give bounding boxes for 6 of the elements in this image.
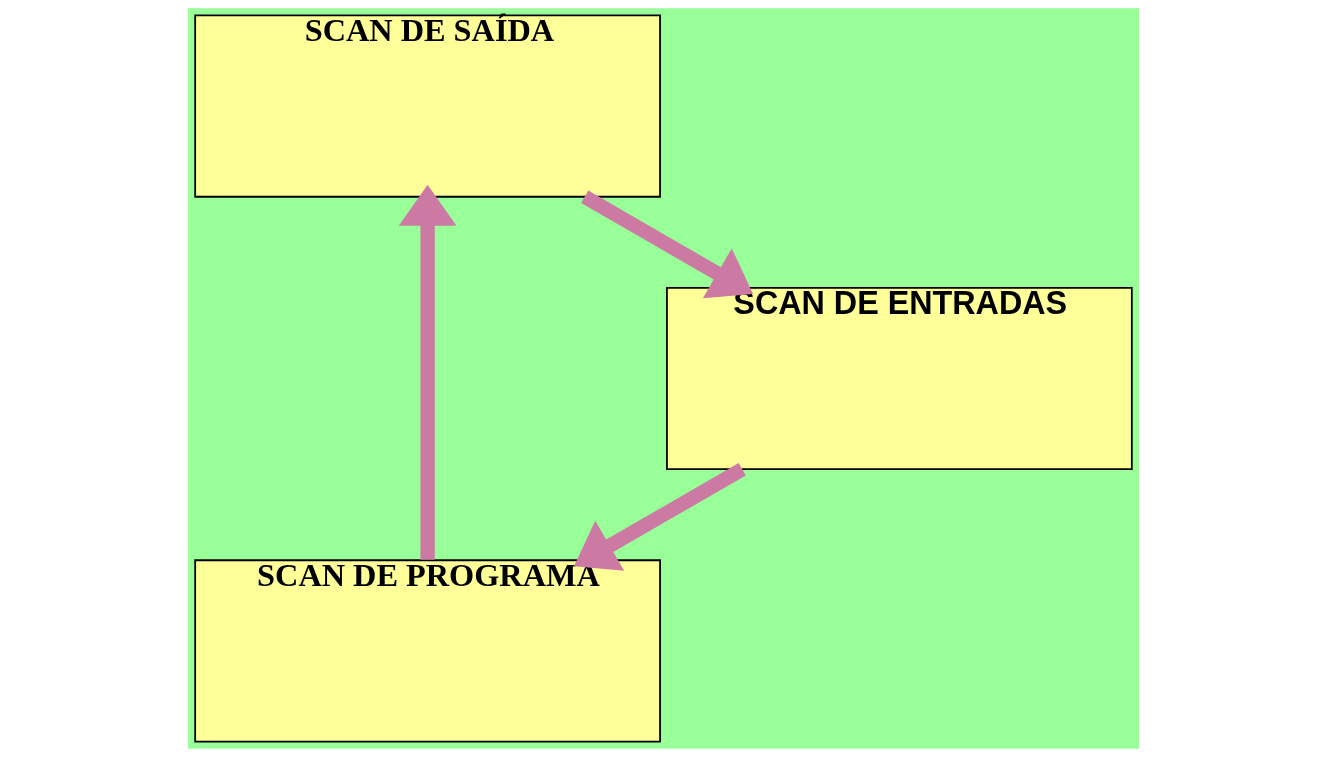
arrow [574,463,746,571]
arrow [398,184,457,560]
node-box: SCAN DE PROGRAMA [194,559,661,743]
node-box: SCAN DE ENTRADAS [666,286,1133,471]
arrow [581,190,754,299]
node-box: SCAN DE SAÍDA [194,14,661,198]
